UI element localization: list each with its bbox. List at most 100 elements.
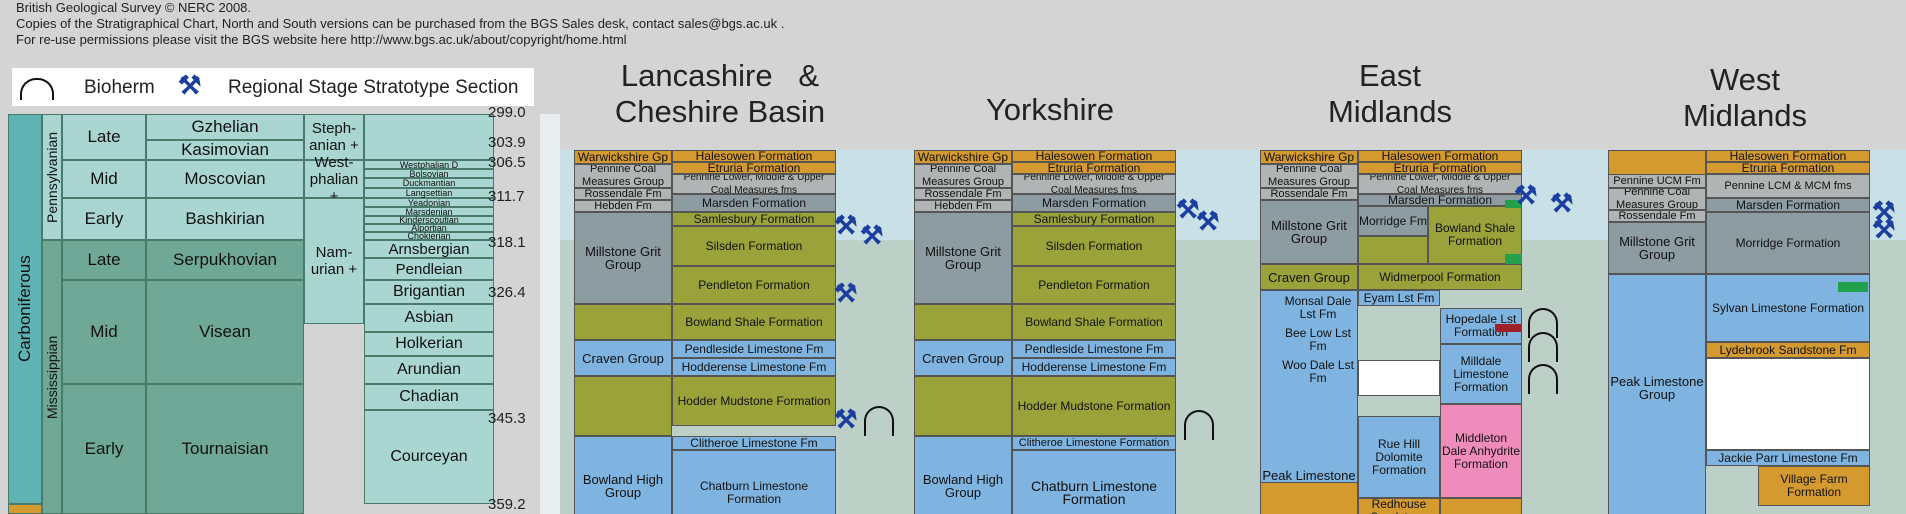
yorks-olive-gap bbox=[914, 304, 1012, 340]
chronostratigraphy-chart: Carboniferous Pennsylvanian Mississippia… bbox=[8, 114, 494, 514]
lancs-bowland-shale: Bowland Shale Formation bbox=[672, 304, 836, 340]
regional-langsettian: Langsettian bbox=[364, 188, 494, 198]
wmids-marsden: Marsden Formation bbox=[1706, 198, 1870, 212]
bioherm-icon bbox=[1528, 364, 1558, 394]
lancs-clitheroe: Clitheroe Limestone Fm bbox=[672, 436, 836, 450]
subsystem-mississippian: Mississippian bbox=[42, 240, 62, 514]
region-title-east-midlands: East Midlands bbox=[1327, 58, 1453, 129]
regional-asbian: Asbian bbox=[364, 304, 494, 332]
emids-rue-hill: Rue Hill Dolomite Formation bbox=[1358, 416, 1440, 498]
regional-kinderscoutian: Kinderscoutian bbox=[364, 215, 494, 225]
wmids-coal-measures: Pennine LCM & MCM fms bbox=[1706, 174, 1870, 198]
series-mid-penn: Mid bbox=[62, 160, 146, 198]
stratotype-icon: ⚒ bbox=[1872, 196, 1896, 226]
lancs-marsden: Marsden Formation bbox=[672, 194, 836, 212]
lancs-pennine-coal: Pennine Coal Measures Group bbox=[574, 164, 672, 188]
lancs-etruria: Etruria Formation bbox=[672, 162, 836, 174]
stratotype-icon: ⚒ bbox=[1176, 194, 1200, 224]
emids-craven: Craven Group bbox=[1260, 264, 1358, 290]
emids-olive-fill bbox=[1358, 236, 1428, 264]
stratotype-icon: ⚒ bbox=[860, 220, 884, 250]
emids-bee-low: Bee Low Lst Fm bbox=[1284, 326, 1352, 353]
lancs-halesowen: Halesowen Formation bbox=[672, 150, 836, 162]
series-late-miss: Late bbox=[62, 240, 146, 280]
divider-strip bbox=[540, 114, 560, 514]
stratotype-icon: ⚒ bbox=[834, 404, 858, 434]
regional-brigantian: Brigantian bbox=[364, 280, 494, 304]
emids-hopedale: Hopedale Lst Formation bbox=[1440, 308, 1522, 344]
regional-duckmantian: Duckmantian bbox=[364, 178, 494, 188]
series-early-penn: Early bbox=[62, 198, 146, 240]
stage-bashkirian: Bashkirian bbox=[146, 198, 304, 240]
regional-courceyan: Courceyan bbox=[364, 410, 494, 504]
wmids-lydebrook: Lydebrook Sandstone Fm bbox=[1706, 342, 1870, 358]
yorks-pendleside: Pendleside Limestone Fm bbox=[1012, 340, 1176, 358]
lancs-warwickshire-gp: Warwickshire Gp bbox=[574, 150, 672, 164]
west-midlands-column: Pennine UCM Fm Pennine Coal Measures Gro… bbox=[1608, 150, 1870, 514]
emids-etruria: Etruria Formation bbox=[1358, 162, 1522, 174]
wmids-millstone-grit: Millstone Grit Group bbox=[1608, 222, 1706, 274]
emids-green-marker bbox=[1505, 200, 1521, 208]
emids-widmerpool: Widmerpool Formation bbox=[1358, 264, 1522, 290]
lancs-hodder-mudstone: Hodder Mudstone Formation bbox=[672, 376, 836, 426]
stratotype-icon: ⚒ bbox=[834, 210, 858, 240]
lancs-olive-gap bbox=[574, 304, 672, 340]
wmids-pennine-ucm: Pennine UCM Fm bbox=[1608, 174, 1706, 188]
emids-green-marker-2 bbox=[1505, 254, 1522, 264]
yorks-rossendale: Rossendale Fm bbox=[914, 188, 1012, 200]
stratotype-icon: ⚒ bbox=[1514, 180, 1538, 210]
system-carboniferous: Carboniferous bbox=[8, 114, 42, 504]
regional-arundian: Arundian bbox=[364, 356, 494, 384]
legend: Bioherm ⚒ Regional Stage Stratotype Sect… bbox=[12, 68, 534, 106]
lancashire-column: Warwickshire Gp Pennine Coal Measures Gr… bbox=[574, 150, 836, 514]
age-tick: 318.1 bbox=[488, 234, 526, 251]
regional-chadian: Chadian bbox=[364, 384, 494, 410]
stage-moscovian: Moscovian bbox=[146, 160, 304, 198]
age-tick: 359.2 bbox=[488, 496, 526, 513]
age-tick: 306.5 bbox=[488, 154, 526, 171]
age-tick: 303.9 bbox=[488, 134, 526, 151]
lancs-olive-gap-2 bbox=[574, 376, 672, 436]
wmids-morridge: Morridge Formation bbox=[1706, 212, 1870, 274]
lancs-samlesbury: Samlesbury Formation bbox=[672, 212, 836, 226]
wmids-etruria: Etruria Formation bbox=[1706, 162, 1870, 174]
lancs-bowland-high: Bowland High Group bbox=[574, 436, 672, 514]
yorks-clitheroe: Clitheroe Limestone Formation bbox=[1012, 436, 1176, 450]
permissions-line[interactable]: For re-use permissions please visit the … bbox=[16, 32, 627, 47]
yorks-pendleton: Pendleton Formation bbox=[1012, 266, 1176, 304]
emids-marsden: Marsden Formation bbox=[1358, 194, 1522, 206]
series-mid-miss: Mid bbox=[62, 280, 146, 384]
emids-coal-measures: Pennine Lower, Middle & Upper Coal Measu… bbox=[1358, 174, 1522, 194]
emids-peak-limestone: Peak Limestone Group bbox=[1260, 290, 1358, 514]
wmids-green-marker bbox=[1838, 282, 1868, 292]
lancs-hodderense: Hodderense Limestone Fm bbox=[672, 358, 836, 376]
lancs-millstone-grit: Millstone Grit Group bbox=[574, 212, 672, 304]
wmids-white-blocks bbox=[1706, 358, 1870, 450]
emids-woo-dale: Woo Dale Lst Fm bbox=[1282, 358, 1354, 385]
subsystem-pennsylvanian: Pennsylvanian bbox=[42, 114, 62, 240]
yorks-hodder-mudstone: Hodder Mudstone Formation bbox=[1012, 376, 1176, 436]
yorks-samlesbury: Samlesbury Formation bbox=[1012, 212, 1176, 226]
lancs-rossendale: Rossendale Fm bbox=[574, 188, 672, 200]
regional-pendleian: Pendleian bbox=[364, 258, 494, 280]
yorks-bowland-high: Bowland High Group bbox=[914, 436, 1012, 514]
regional-arnsbergian: Arnsbergian bbox=[364, 240, 494, 258]
yorks-pennine-coal: Pennine Coal Measures Group bbox=[914, 164, 1012, 188]
lancs-chatburn: Chatburn Limestone Formation bbox=[672, 450, 836, 514]
lancs-silsden: Silsden Formation bbox=[672, 226, 836, 266]
regional-stephanian-blank bbox=[364, 114, 494, 160]
region-title-yorkshire: Yorkshire bbox=[985, 92, 1115, 127]
region-title-lancashire: Lancashire & Cheshire Basin bbox=[614, 58, 826, 129]
regional-bolsovian: Bolsovian bbox=[364, 169, 494, 179]
stratotype-icon: ⚒ bbox=[1872, 214, 1896, 244]
emids-pennine-coal: Pennine Coal Measures Group bbox=[1260, 164, 1358, 188]
wmids-halesowen: Halesowen Formation bbox=[1706, 150, 1870, 162]
emids-monsal-dale: Monsal Dale Lst Fm bbox=[1284, 294, 1352, 321]
yorks-silsden: Silsden Formation bbox=[1012, 226, 1176, 266]
emids-white-blocks bbox=[1358, 360, 1440, 396]
regional-alportian: Alportian bbox=[364, 223, 494, 233]
age-tick: 299.0 bbox=[488, 104, 526, 121]
yorks-hebden: Hebden Fm bbox=[914, 200, 1012, 212]
euro-westphalian: West-phalian + bbox=[304, 154, 364, 205]
stratotype-icon: ⚒ bbox=[1196, 206, 1220, 236]
